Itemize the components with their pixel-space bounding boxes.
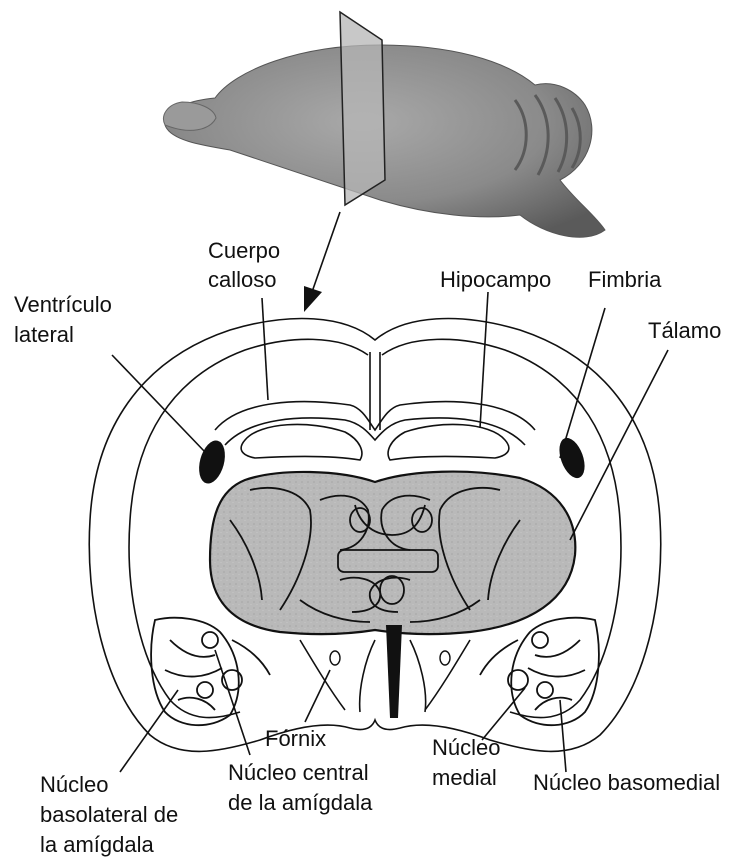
leader-fornix xyxy=(305,670,330,722)
fornix-left-dot xyxy=(330,651,340,665)
label-hipocampo: Hipocampo xyxy=(440,267,551,292)
leader-fimbria xyxy=(560,308,605,458)
leader-hipocampo xyxy=(480,292,488,428)
amygdala-right xyxy=(480,618,599,725)
label-nucleo-basolateral: Núcleo basolateral de la amígdala xyxy=(40,772,184,857)
fornix-right-dot xyxy=(440,651,450,665)
label-ventriculo-lateral: Ventrículo lateral xyxy=(14,292,118,347)
label-cuerpo-calloso: Cuerpo calloso xyxy=(208,238,286,292)
label-nucleo-central: Núcleo central de la amígdala xyxy=(228,760,375,815)
thalamus-mass xyxy=(210,472,575,635)
hippocampus-left xyxy=(241,424,362,460)
lateral-ventricle-left xyxy=(195,438,230,487)
midline xyxy=(370,352,380,430)
leader-nucleo-basolateral xyxy=(120,690,178,772)
third-ventricle-ventral xyxy=(386,625,402,718)
section-plane xyxy=(340,12,385,205)
corpus-callosum xyxy=(215,402,535,430)
section-arrow-shaft xyxy=(312,212,340,292)
leader-nucleo-basomedial xyxy=(560,700,566,772)
label-fornix: Fórnix xyxy=(265,726,326,751)
cerebrum-lateral xyxy=(165,45,605,237)
label-nucleo-basomedial: Núcleo basomedial xyxy=(533,770,720,795)
hippocampus-right xyxy=(388,424,509,460)
leader-nucleo-central xyxy=(215,650,250,755)
label-fimbria: Fimbria xyxy=(588,267,662,292)
coronal-section xyxy=(89,319,661,752)
leader-cuerpo-calloso xyxy=(262,298,268,400)
amygdala-left xyxy=(151,618,270,725)
label-nucleo-medial: Núcleo medial xyxy=(432,735,507,790)
lateral-ventricle-right xyxy=(554,435,589,482)
label-talamo: Tálamo xyxy=(648,318,721,343)
section-arrow-head xyxy=(304,286,322,312)
